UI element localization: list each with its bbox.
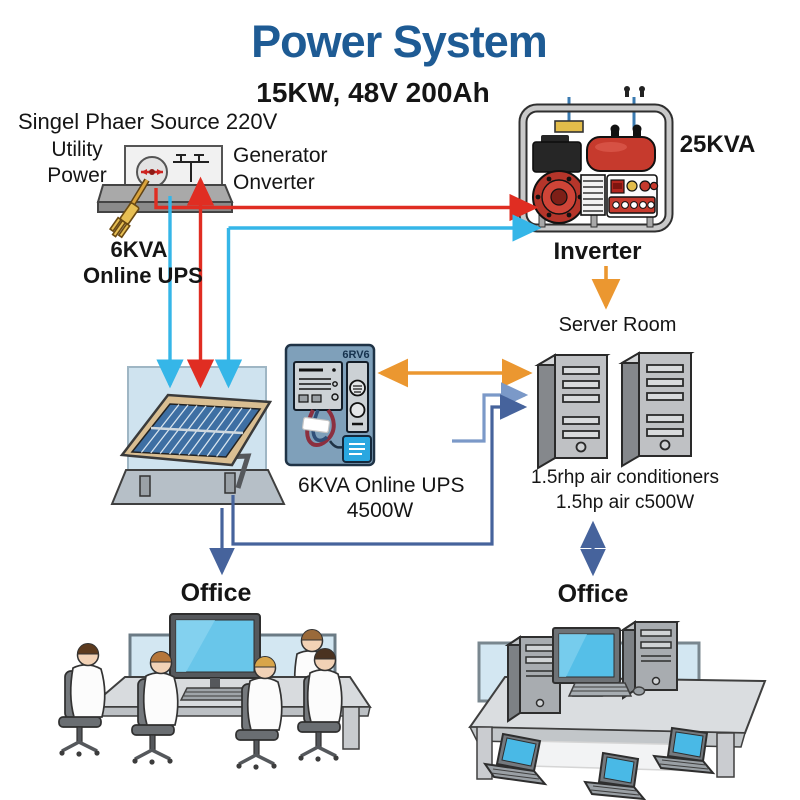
generator-converter-label: Generator Onverter: [233, 142, 343, 196]
laptop-icon: [583, 751, 647, 800]
server-room-label: Server Room: [558, 314, 677, 336]
steel-line-to-server: [452, 382, 529, 443]
page-title: Power System: [251, 16, 548, 67]
office-right-label: Office: [557, 580, 629, 608]
pc-tower-icon: [504, 635, 564, 723]
vent-panel: [580, 174, 606, 216]
utility-label-line2: Power: [47, 164, 107, 187]
ups-illustration: 6RV6: [284, 343, 376, 467]
air-filter-box: [532, 141, 582, 173]
office-left-label: Office: [180, 579, 252, 607]
laptop-icon: [482, 732, 548, 786]
server-towers-illustration: [534, 351, 695, 470]
ups-caption-line2: 4500W: [346, 499, 414, 522]
solar-platform: [110, 469, 286, 505]
source-label: Singel Phaer Source 220V: [18, 109, 278, 134]
dial-needles: [141, 169, 163, 175]
stand-leg: [139, 475, 151, 497]
server-tower-left: [534, 353, 611, 470]
generator-converter-line1: Generator: [233, 144, 328, 167]
online-ups-left-label: 6KVA Online UPS: [83, 237, 203, 289]
keyboard-icon: [567, 682, 633, 697]
generator-converter-line2: Onverter: [233, 171, 315, 194]
ups-model-tag: 6RV6: [342, 349, 369, 361]
inverter-label: Inverter: [553, 238, 642, 265]
panel-divider: [150, 426, 244, 435]
office-left-illustration: [57, 613, 372, 772]
plug-fork-icon: [108, 202, 140, 239]
person: [69, 642, 106, 718]
desk-leg: [342, 706, 360, 750]
server-tower-right: [618, 351, 695, 468]
meter-base-front: [97, 201, 233, 213]
battery-block: [554, 120, 584, 133]
power-button-icon: [575, 441, 587, 453]
mouse-icon: [632, 686, 646, 696]
generator-illustration: [518, 86, 674, 233]
online-ups-left-line1: 6KVA: [110, 237, 168, 262]
generator-rating-label: 25KVA: [679, 131, 756, 158]
solar-panel-illustration: [110, 366, 286, 505]
utility-label-line1: Utility: [51, 138, 103, 161]
air-conditioner-line1: 1.5rhp air conditioners: [531, 467, 719, 488]
fuel-tank: [586, 124, 656, 172]
monitor-icon: [552, 627, 621, 697]
ups-front-panel: [293, 361, 343, 411]
engine-flywheel-icon: [532, 170, 586, 224]
air-conditioner-line2: 1.5hp air c500W: [555, 492, 695, 513]
monitor-icon: [169, 613, 261, 695]
ups-side-strip: [346, 361, 369, 433]
laptop-icon: [652, 726, 716, 775]
online-ups-left-line2: Online UPS: [83, 263, 203, 288]
power-button-icon: [659, 439, 671, 451]
pc-tower-icon: [619, 620, 681, 700]
system-spec-subtitle: 15KW, 48V 200Ah: [256, 77, 490, 108]
desk-leg: [716, 732, 735, 778]
control-panel: [606, 174, 659, 218]
air-conditioner-label: 1.5rhp air conditioners 1.5hp air c500W: [518, 465, 732, 515]
utility-power-label: Utility Power: [33, 137, 121, 189]
office-right-illustration: [468, 620, 767, 800]
ups-outlet-box: [342, 435, 372, 463]
stand-leg: [224, 472, 236, 494]
ups-caption: 6KVA Online UPS 4500W: [298, 473, 465, 523]
ups-caption-line1: 6KVA Online UPS: [298, 474, 465, 497]
